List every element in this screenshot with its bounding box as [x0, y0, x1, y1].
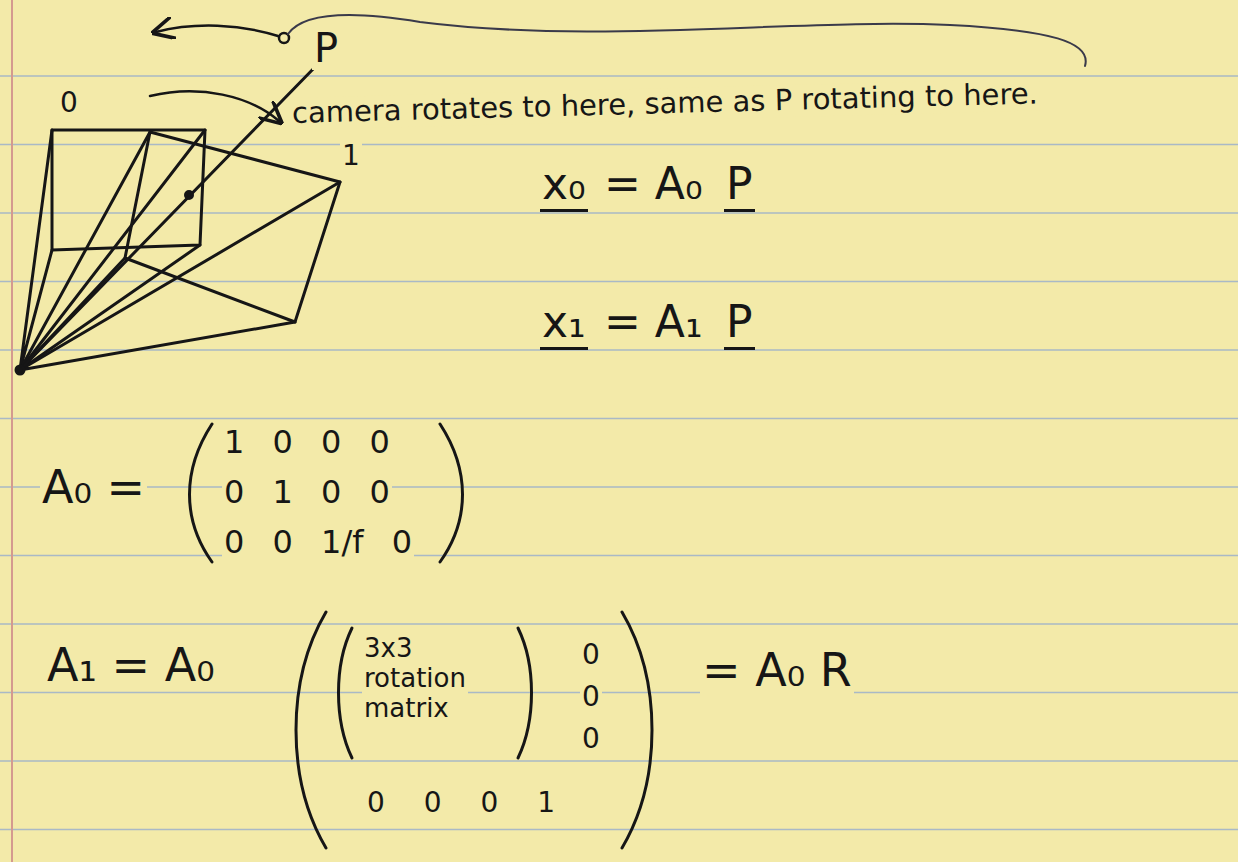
- bracket: [190, 424, 213, 562]
- bracket: [622, 612, 652, 848]
- ruled-line: [0, 692, 1238, 694]
- matrix-row: 0 0 1/f 0: [222, 525, 414, 560]
- ruled-line: [0, 75, 1238, 77]
- rotation-arrow: [156, 26, 278, 36]
- matrix-brackets: [190, 424, 653, 848]
- matrix-row: 1 0 0 0: [222, 425, 392, 460]
- plane-number: 1: [340, 141, 362, 172]
- ruled-line: [0, 144, 1238, 146]
- ruled-line: [0, 623, 1238, 625]
- label-holder: 0 0 1/f 0: [222, 525, 414, 560]
- label-holder: = A₀: [602, 160, 705, 208]
- label-holder: P: [312, 26, 340, 70]
- label-holder: 0 1 0 0: [222, 475, 392, 510]
- label-holder: 0: [580, 724, 602, 755]
- label-holder: camera rotates to here, same as P rotati…: [290, 78, 1041, 130]
- ruled-lines: [0, 76, 1238, 830]
- leader-line: [288, 15, 1086, 66]
- bracket: [440, 424, 463, 562]
- matrix-block: 3x3 rotation matrix: [362, 634, 468, 724]
- label-holder: 0: [580, 682, 602, 713]
- label-holder: 1: [340, 141, 362, 172]
- matrix-entry: 0: [580, 640, 602, 671]
- label-holder: 0: [580, 640, 602, 671]
- label-holder: P: [724, 298, 755, 350]
- ruled-line: [0, 212, 1238, 214]
- vector-symbol: x₁: [540, 298, 588, 350]
- label-holder: 1 0 0 0: [222, 425, 392, 460]
- bracket: [518, 628, 532, 758]
- camera-centre: [16, 366, 24, 374]
- vector-symbol: x₀: [540, 160, 588, 212]
- rotation-arrow: [150, 91, 279, 121]
- ruled-line: [0, 349, 1238, 351]
- equation-term: = A₀ R: [700, 645, 854, 696]
- ruled-line: [0, 418, 1238, 420]
- matrix-entry: 0: [580, 724, 602, 755]
- label-holder: x₁: [540, 298, 588, 350]
- label-holder: 0 0 0 1: [365, 788, 557, 819]
- ruled-line: [0, 555, 1238, 557]
- label-holder: 3x3 rotation matrix: [362, 634, 468, 724]
- ruled-line: [0, 829, 1238, 831]
- label-holder: x₀: [540, 160, 588, 212]
- label-holder: A₁ = A₀: [45, 640, 217, 691]
- ruled-line: [0, 760, 1238, 762]
- bracket: [339, 628, 353, 758]
- frustum-lines: [20, 132, 340, 370]
- label-holder: P: [724, 160, 755, 212]
- plane-number: 0: [58, 88, 80, 119]
- camera-sketch: [16, 15, 1086, 374]
- equation-term: A₁ = A₀: [45, 640, 217, 691]
- ray-to-point: [20, 64, 318, 370]
- vector-symbol: P: [724, 160, 755, 212]
- image-plane: [52, 130, 205, 250]
- matrix-entry: 0: [580, 682, 602, 713]
- bracket: [296, 612, 326, 848]
- vector-symbol: P: [724, 298, 755, 350]
- equation-term: = A₁: [602, 298, 705, 346]
- matrix-row: 0 0 0 1: [365, 788, 557, 819]
- note-text: camera rotates to here, same as P rotati…: [290, 78, 1041, 130]
- ruled-line: [0, 486, 1238, 488]
- label-holder: = A₀ R: [700, 645, 854, 696]
- equation-term: A₀ =: [40, 462, 147, 513]
- label-holder: A₀ =: [40, 462, 147, 513]
- matrix-row: 0 1 0 0: [222, 475, 392, 510]
- projection-dot: [186, 192, 193, 199]
- margin-line: [11, 0, 13, 862]
- label-holder: 0: [58, 88, 80, 119]
- point-label: P: [312, 26, 340, 70]
- frustum-lines: [20, 130, 205, 370]
- equation-term: = A₀: [602, 160, 705, 208]
- label-holder: = A₁: [602, 298, 705, 346]
